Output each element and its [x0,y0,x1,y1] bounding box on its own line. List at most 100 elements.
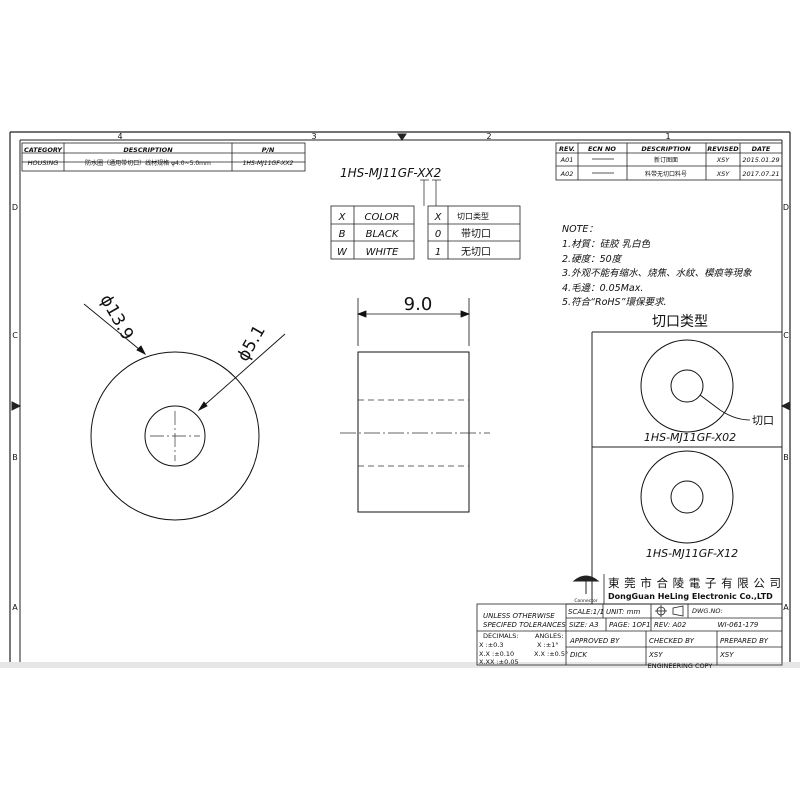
page: PAGE: 1OF1 [609,621,651,629]
rev-row-1-description: 新订图面 [654,156,678,164]
zone-top-1: 1 [665,132,670,141]
dwg-no: WI-061-179 [718,621,759,629]
rev-header-revised: REVISED [707,145,739,153]
header-pn-value: 1HS-MJ11GF-XX2 [243,160,294,167]
zone-markers: 4 3 2 1 D C B A D C B A [12,132,789,612]
engineering-copy: ENGINEERING COPY [648,662,713,670]
tol-x: X :±0.3 [479,641,504,649]
rev-row-1-revised: XSY [716,156,731,164]
zone-right-c: C [783,331,789,340]
company-name-en: DongGuan HeLing Electronic Co.,LTD [608,592,773,601]
zone-left-b: B [12,453,18,462]
cut-type-title: 切口类型 [652,314,708,330]
color-row-2-code: B [339,229,346,240]
side-body [357,351,470,513]
decimals-label: DECIMALS: [483,632,519,640]
rev-header-ecn: ECN NO [588,145,616,153]
outer-diameter-leader [83,303,147,356]
cut-row-1-label: 切口类型 [457,211,489,221]
note-3: 3.外观不能有缩水、烧焦、水紋、模痕等現象 [562,267,752,279]
rev: REV: A02 [654,621,687,629]
zone-right-d: D [783,203,789,212]
checked-by-label: CHECKED BY [649,637,695,645]
note-1: 1.材質：硅胶 乳白色 [562,238,651,250]
scale: SCALE:1/1 [568,608,604,616]
front-view: ϕ13.9 ϕ5.1 [83,291,286,521]
size: SIZE: A3 [569,621,599,629]
unit: UNIT: mm [606,608,640,616]
rev-row-2-rev: A02 [560,170,574,178]
tol-xxx: X.XX :±0.05 [479,658,519,666]
part-code: 1HS-MJ11GF-XX2 [340,166,441,180]
rev-row-2-date: 2017.07.21 [742,170,779,178]
header-category-value: HOUSING [28,159,59,167]
note-2: 2.硬度：50度 [562,253,623,265]
cut-row-1-code: X [434,212,443,223]
zone-top-4: 4 [117,132,122,141]
cut-row-3-code: 1 [435,247,441,258]
top-center-arrow-icon [397,133,407,141]
cut-type-box: 切口类型 切口 1HS-MJ11GF-X02 1HS-MJ11GF-X12 [566,314,782,605]
zone-top-2: 2 [486,132,491,141]
inner-diameter-leader [197,333,286,412]
zone-right-b: B [783,453,789,462]
rev-row-2-revised: XSY [716,170,731,178]
cut-row-2-code: 0 [435,229,441,240]
zone-right-a: A [783,603,789,612]
color-row-1-label: COLOR [365,212,400,223]
ang-xx: X.X :±0.5° [534,650,568,658]
prepared-by-label: PREPARED BY [720,637,769,645]
length-label: 9.0 [404,294,433,315]
color-row-1-code: X [338,212,347,223]
cut-part-1: 1HS-MJ11GF-X02 [644,431,736,444]
angles-label: ANGLES: [535,632,563,640]
revision-table: REV. ECN NO DESCRIPTION REVISED DATE A01… [555,142,783,181]
rev-row-1-date: 2015.01.29 [742,156,779,164]
tolerance-title-2: SPECIFED TOLERANCES [483,621,566,629]
projection-symbol-icon [655,605,684,617]
note-4: 4.毛邊：0.05Max. [562,283,643,294]
outer-diameter-label: ϕ13.9 [95,291,137,344]
cut-option-table: X 切口类型 0 带切口 1 无切口 [427,205,521,260]
cut-callout-label: 切口 [752,414,774,427]
header-pn-label: P/N [262,146,275,154]
prepared-value: XSY [719,651,734,659]
color-row-3-code: W [337,247,348,258]
zone-top-3: 3 [311,132,316,141]
plain-ring [640,450,734,544]
logo-text: Connector [574,598,597,604]
outer-ring [90,351,260,521]
inner-hole [144,405,206,467]
zone-left-a: A [12,603,18,612]
left-center-arrow-icon [11,401,22,411]
color-row-2-label: BLACK [366,229,400,240]
company-logo: Connector [572,575,600,604]
checked-value: XSY [648,651,663,659]
ang-x: X :±1° [537,641,559,649]
tolerance-title-1: UNLESS OTHERWISE [483,612,555,620]
header-category-label: CATEGORY [24,146,63,154]
cut-ring-with-slot [640,339,734,433]
notes: NOTE： 1.材質：硅胶 乳白色 2.硬度：50度 3.外观不能有缩水、烧焦、… [562,224,752,308]
title-block: Connector 東 莞 市 合 陵 電 子 有 限 公 司 DongGuan… [476,574,783,670]
rev-header-description: DESCRIPTION [641,145,691,153]
color-row-3-label: WHITE [366,247,399,258]
note-heading: NOTE： [562,224,598,235]
rev-header-date: DATE [752,145,771,153]
company-name-cn: 東 莞 市 合 陵 電 子 有 限 公 司 [608,576,782,590]
length-dimension [356,298,471,346]
note-5: 5.符合“RoHS”環保要求. [562,296,667,308]
approved-by-label: APPROVED BY [569,637,620,645]
front-center-lines [150,411,200,461]
cut-row-2-label: 带切口 [461,228,491,240]
cut-callout-leader [719,409,751,421]
inner-diameter-label: ϕ5.1 [233,322,269,365]
header-description-value: 防水圈（通用带切口）线材规格 φ4.0~5.0mm [85,159,211,167]
part-code-callout: 1HS-MJ11GF-XX2 [340,166,441,206]
side-view: 9.0 [340,294,490,513]
zone-left-d: D [12,203,18,212]
header-description-label: DESCRIPTION [123,146,173,154]
header-table: CATEGORY DESCRIPTION P/N HOUSING 防水圈（通用带… [21,142,306,172]
side-hidden-lines [358,399,469,467]
